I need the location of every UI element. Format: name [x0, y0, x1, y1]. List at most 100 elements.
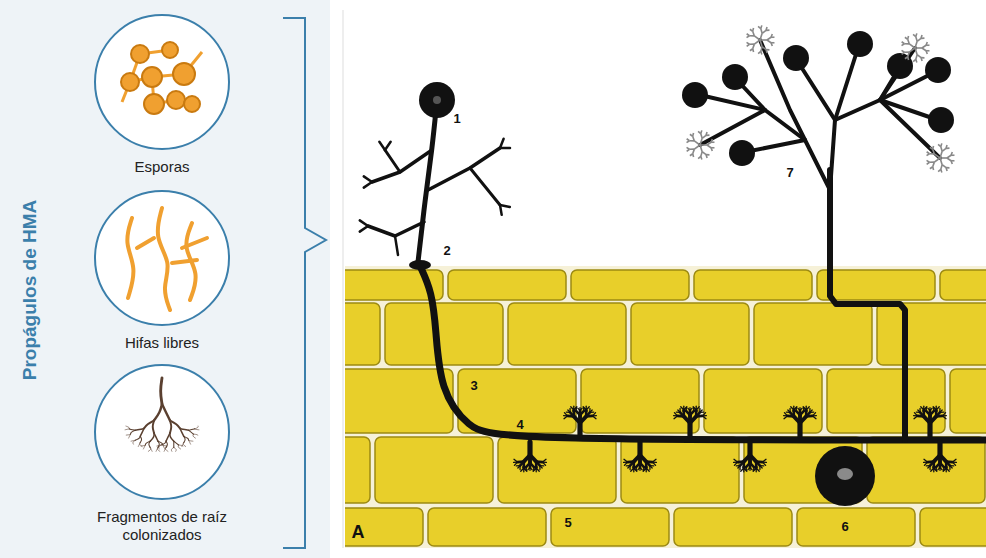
branched-absorbing-structure	[932, 146, 934, 149]
arbuscule	[924, 409, 926, 411]
arbuscule	[646, 468, 649, 471]
root-icon	[156, 447, 158, 451]
arbuscule	[690, 408, 692, 410]
root-icon	[161, 378, 162, 404]
hypha	[360, 226, 368, 232]
root-cell	[704, 369, 822, 433]
arbuscule	[543, 461, 547, 463]
branched-absorbing-structure	[761, 47, 762, 52]
arbuscule	[678, 410, 680, 412]
root-icon	[138, 443, 140, 447]
arbuscule	[920, 412, 924, 416]
spore	[722, 64, 748, 90]
root-cell	[817, 270, 935, 300]
root-cell	[581, 369, 699, 433]
branched-absorbing-structure	[946, 147, 949, 149]
arbuscule	[514, 459, 517, 462]
arbuscule	[744, 467, 746, 469]
arbuscule	[760, 466, 762, 468]
branched-absorbing-structure	[702, 135, 706, 138]
arbuscule	[924, 459, 927, 462]
arbuscule	[924, 462, 927, 465]
hypha	[798, 62, 835, 190]
branched-absorbing-structure	[934, 154, 940, 158]
callout-number: 2	[443, 243, 450, 258]
arbuscule	[918, 410, 920, 412]
branched-absorbing-structure	[760, 33, 762, 40]
arbuscule	[586, 412, 590, 416]
arbuscule	[650, 466, 652, 468]
branched-absorbing-structure	[940, 158, 942, 165]
arbuscule	[750, 467, 752, 469]
spore	[887, 53, 913, 79]
arbuscule	[593, 413, 596, 416]
arbuscule	[936, 412, 940, 416]
spore	[783, 45, 809, 71]
arbuscule	[936, 463, 940, 467]
branched-absorbing-structure	[947, 158, 951, 161]
hypha	[364, 182, 372, 188]
branched-absorbing-structure	[940, 151, 942, 158]
callout-number: 5	[564, 515, 571, 530]
branched-absorbing-structure	[915, 48, 917, 55]
root-icon	[193, 434, 195, 438]
arbuscule	[624, 459, 627, 462]
arbuscule	[934, 467, 936, 469]
arbuscule	[520, 462, 524, 466]
root-cell	[428, 508, 546, 546]
root-cell	[631, 303, 749, 365]
hypha	[470, 168, 500, 205]
arbuscule	[790, 412, 794, 416]
branched-absorbing-structure	[909, 44, 915, 48]
branched-absorbing-structure	[698, 156, 701, 158]
arbuscule	[628, 466, 630, 468]
spore-icon	[131, 45, 149, 63]
arbuscule	[943, 415, 947, 417]
callout-number: 6	[841, 519, 848, 534]
branched-absorbing-structure	[771, 36, 774, 38]
root-cell	[508, 303, 626, 365]
arbuscule	[690, 411, 694, 415]
spore	[682, 82, 708, 108]
spore-icon	[144, 94, 164, 114]
hypha-icon	[127, 218, 133, 298]
arbuscule	[799, 408, 800, 411]
branched-absorbing-structure	[933, 149, 935, 154]
arbuscule	[564, 413, 567, 416]
callout-number: 1	[453, 111, 460, 126]
root-icon	[162, 404, 170, 420]
arbuscule	[528, 467, 530, 469]
arbuscule	[813, 416, 816, 419]
root-icon	[148, 447, 150, 451]
arbuscule	[927, 423, 932, 436]
branched-absorbing-structure	[921, 37, 924, 39]
arbuscule	[524, 467, 526, 469]
arbuscule	[929, 408, 930, 411]
arbuscule	[943, 413, 946, 416]
fungus	[360, 25, 986, 506]
hypha	[700, 95, 830, 190]
arbuscule	[590, 410, 592, 412]
arbuscule	[638, 467, 640, 469]
root-icon	[173, 441, 174, 447]
branched-absorbing-structure	[927, 152, 930, 154]
panel-letter: A	[352, 522, 365, 543]
arbuscule	[914, 415, 918, 417]
branched-absorbing-structure	[700, 144, 707, 146]
arbuscule	[624, 461, 628, 463]
arbuscule	[799, 411, 802, 416]
arbuscule	[798, 408, 800, 410]
hypha	[700, 110, 765, 145]
arbuscule	[741, 468, 744, 471]
branched-absorbing-structure	[692, 133, 694, 136]
hypha	[385, 150, 400, 172]
spore-icon	[121, 73, 139, 91]
arbuscule	[543, 462, 546, 465]
arbuscule	[568, 410, 570, 412]
arbuscule	[644, 467, 646, 469]
arbuscule	[680, 412, 684, 416]
root-icon	[145, 441, 150, 445]
arbuscule	[940, 463, 944, 467]
vesicle-core	[837, 468, 853, 480]
